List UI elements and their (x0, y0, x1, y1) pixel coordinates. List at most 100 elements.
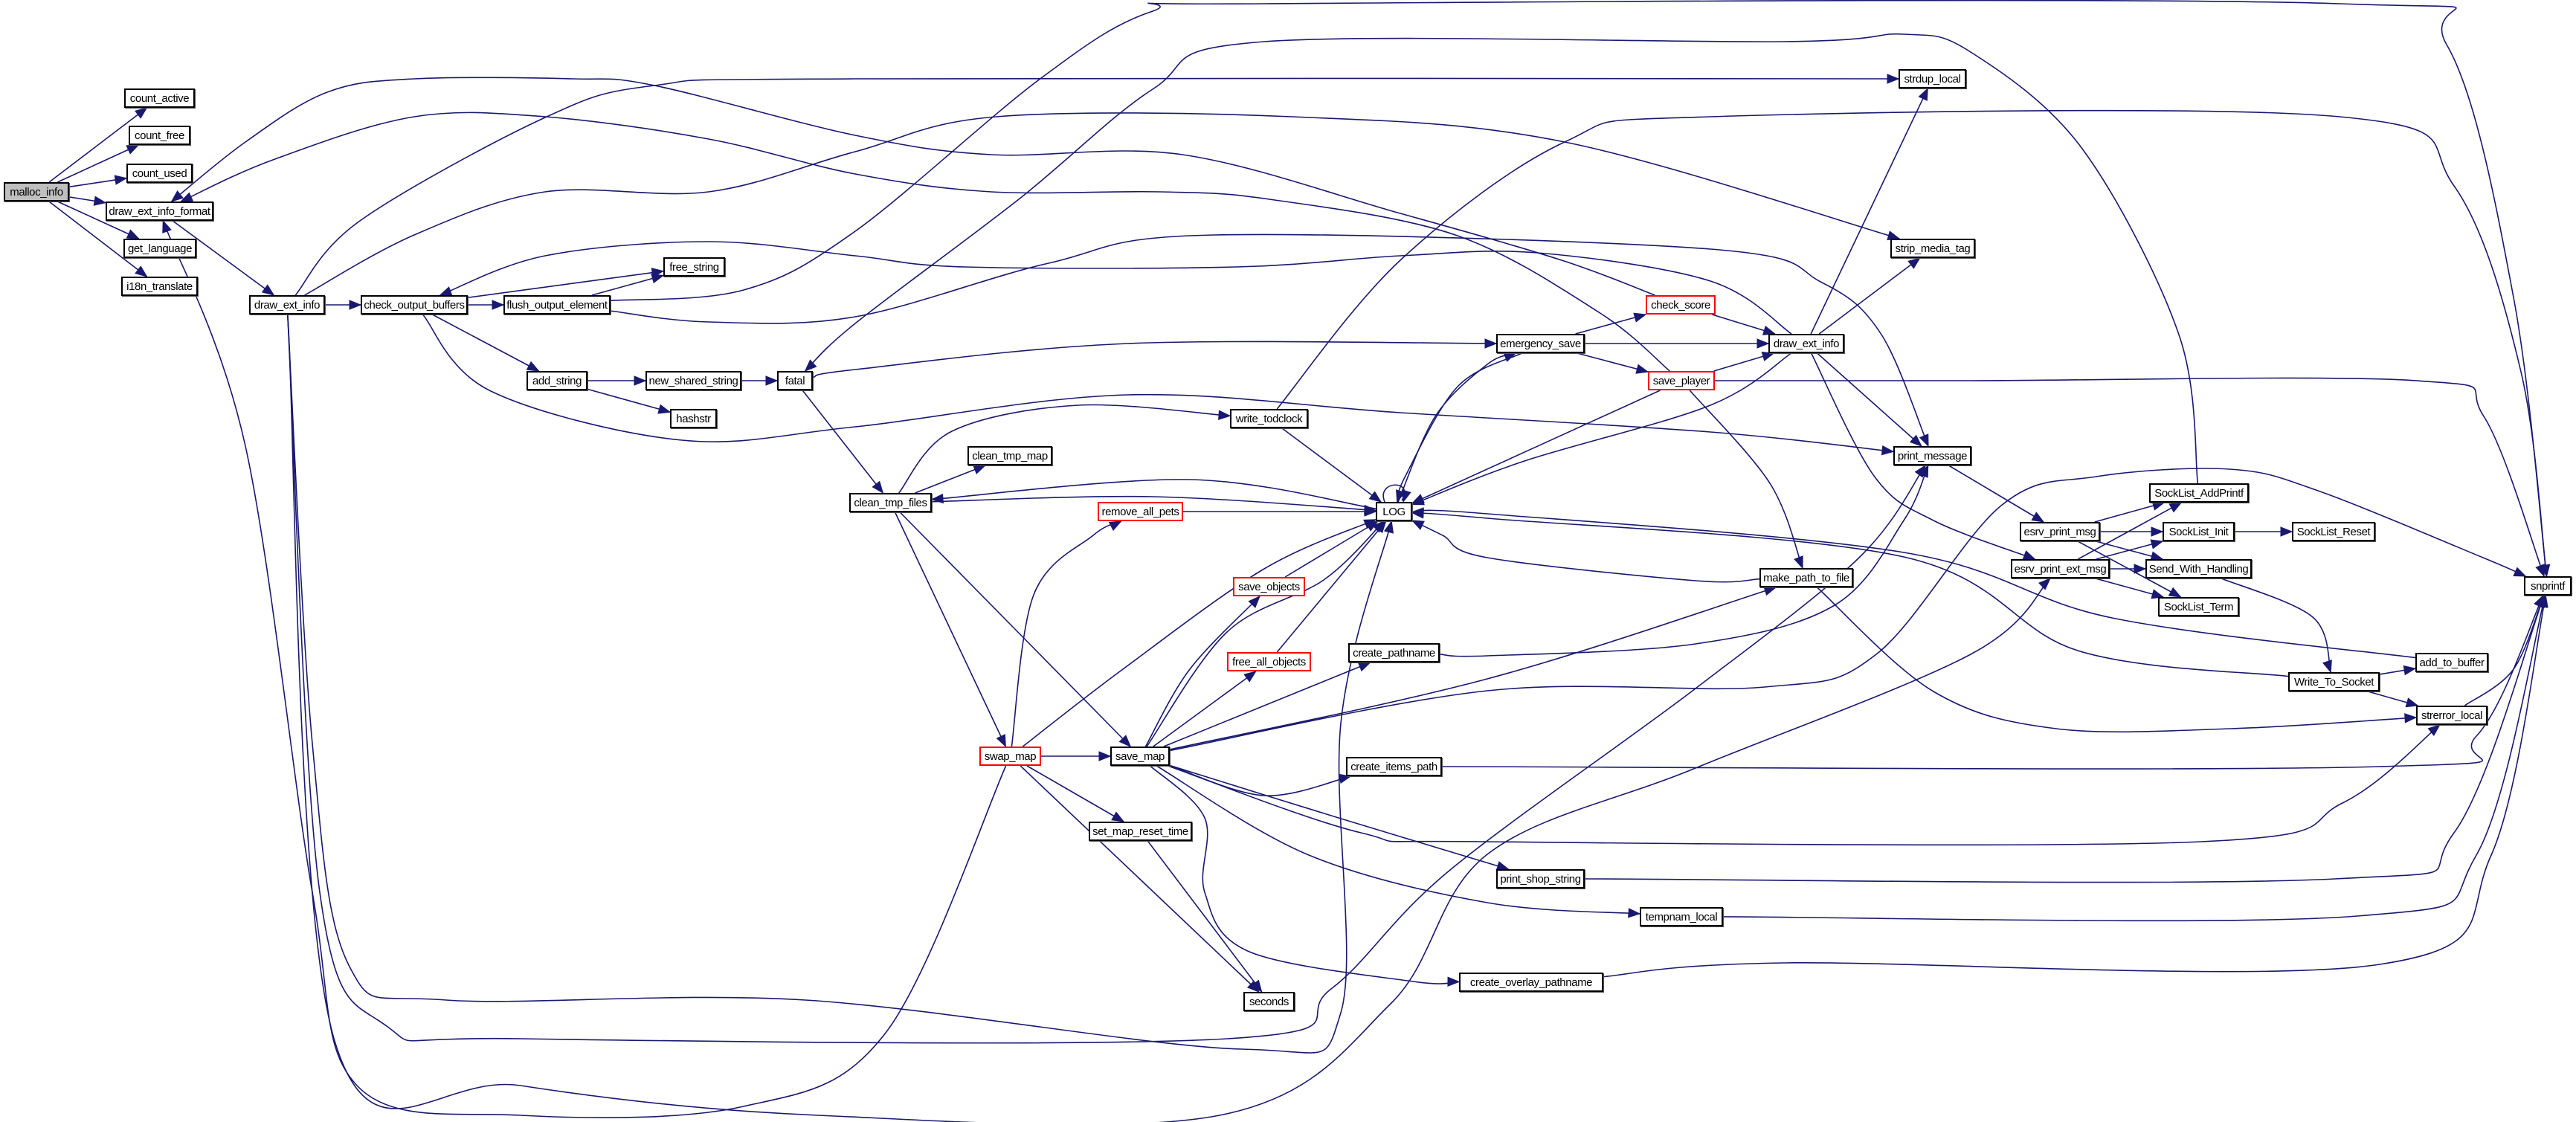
node-strdup-local[interactable]: strdup_local (1899, 69, 1966, 88)
node-label: strip_media_tag (1895, 242, 1971, 255)
node-socklist-term[interactable]: SockList_Term (2158, 597, 2239, 616)
node-strip-media-tag[interactable]: strip_media_tag (1890, 239, 1975, 258)
node-print-message[interactable]: print_message (1893, 446, 1971, 465)
node-add-string[interactable]: add_string (527, 371, 587, 390)
arrowhead-esrv_print_ext_msg-to-Send_With_Handling (2134, 564, 2147, 574)
node-free-string[interactable]: free_string (663, 257, 725, 277)
node-count-used[interactable]: count_used (126, 164, 193, 183)
edge-save_map-to-save_objects (1144, 596, 1260, 747)
node-label: add_string (532, 374, 582, 387)
node-label: check_output_buffers (364, 298, 465, 312)
arrowhead-save_map-to-free_all_objects (1243, 671, 1257, 683)
arrowhead-emergency_save-to-check_score (1633, 312, 1647, 323)
arrowhead-swap_map-to-set_map_reset_time (1111, 811, 1125, 822)
node-remove-all-pets[interactable]: remove_all_pets (1098, 502, 1183, 521)
node-socklist-addprintf[interactable]: SockList_AddPrintf (2149, 483, 2249, 503)
arrowhead-new_shared_string-to-fatal (765, 375, 779, 386)
arrowhead-add_string-to-hashstr (657, 404, 672, 414)
node-create-pathname[interactable]: create_pathname (1348, 643, 1440, 662)
node-strerror-local[interactable]: strerror_local (2416, 706, 2488, 725)
node-esrv-print-msg[interactable]: esrv_print_msg (2020, 522, 2100, 541)
edge-swap_map-to-remove_all_pets (1011, 520, 1122, 747)
node-label: LOG (1382, 505, 1405, 518)
node-set-map-reset-time[interactable]: set_map_reset_time (1089, 822, 1192, 841)
node-send-with-handling[interactable]: Send_With_Handling (2145, 559, 2252, 578)
node-create-items-path[interactable]: create_items_path (1346, 757, 1442, 776)
node-malloc-info: malloc_info (4, 182, 69, 201)
node-seconds[interactable]: seconds (1243, 992, 1295, 1011)
node-flush-output-element[interactable]: flush_output_element (503, 295, 611, 315)
node-swap-map[interactable]: swap_map (979, 747, 1041, 766)
node-socklist-reset[interactable]: SockList_Reset (2292, 522, 2375, 541)
node-check-score[interactable]: check_score (1646, 295, 1716, 315)
edge-draw_ext_info_l-to-LOG (286, 314, 1393, 1054)
node-save-map[interactable]: save_map (1110, 747, 1170, 766)
node-count-active[interactable]: count_active (124, 88, 195, 108)
node-snprintf[interactable]: snprintf (2524, 576, 2572, 596)
edge-Send_With_Handling-to-Write_To_Socket (2221, 578, 2332, 673)
node-emergency-save[interactable]: emergency_save (1496, 334, 1585, 353)
node-label: draw_ext_info (254, 298, 321, 312)
node-label: save_map (1115, 749, 1165, 763)
node-label: draw_ext_info (1773, 337, 1840, 350)
node-new-shared-string[interactable]: new_shared_string (645, 371, 741, 390)
node-hashstr[interactable]: hashstr (670, 409, 717, 428)
edge-check_output_buffers-to-print_message (422, 314, 1894, 453)
node-create-overlay-pathname[interactable]: create_overlay_pathname (1459, 973, 1603, 992)
node-draw-ext-info-format[interactable]: draw_ext_info_format (106, 201, 213, 221)
arrowhead-draw_ext_info_l-to-esrv_print_ext_msg (2038, 578, 2051, 590)
arrowhead-save_map-to-make_path_to_file (1763, 586, 1777, 596)
node-clean-tmp-files[interactable]: clean_tmp_files (849, 493, 932, 512)
node-label: print_shop_string (1500, 872, 1581, 886)
node-label: save_player (1652, 374, 1710, 387)
node-label: tempnam_local (1645, 910, 1718, 923)
arrowhead-fatal-to-clean_tmp_files (872, 480, 884, 494)
arrowhead-create_pathname-to-print_message (1919, 464, 1929, 478)
node-print-shop-string[interactable]: print_shop_string (1496, 869, 1585, 889)
edge-fatal-to-emergency_save (812, 341, 1497, 378)
edge-create_items_path-to-snprintf (1441, 595, 2544, 770)
node-draw-ext-info-l[interactable]: draw_ext_info (249, 295, 325, 315)
node-tempnam-local[interactable]: tempnam_local (1640, 907, 1723, 926)
node-label: esrv_print_msg (2023, 525, 2096, 538)
arrowhead-save_map-to-strerror_local (2427, 724, 2441, 736)
arrowhead-LOG-to-LOG (1401, 489, 1411, 503)
node-esrv-print-ext-msg[interactable]: esrv_print_ext_msg (2011, 559, 2110, 578)
node-label: SockList_Init (2168, 525, 2229, 538)
node-count-free[interactable]: count_free (129, 126, 190, 145)
edge-add_string-to-hashstr (587, 388, 671, 413)
node-clean-tmp-map[interactable]: clean_tmp_map (967, 446, 1052, 465)
node-label: Write_To_Socket (2293, 675, 2374, 689)
node-get-language[interactable]: get_language (123, 239, 196, 258)
arrowhead-SockList_Init-to-SockList_Reset (2280, 526, 2293, 537)
edge-save_map-to-snprintf (1169, 468, 2526, 752)
edge-check_score-to-draw_ext_info_format (171, 77, 1655, 296)
node-write-to-socket[interactable]: Write_To_Socket (2288, 672, 2380, 691)
arrowhead-draw_ext_info_r-to-strip_media_tag (1907, 257, 1921, 269)
node-check-output-buffers[interactable]: check_output_buffers (361, 295, 468, 315)
node-make-path-to-file[interactable]: make_path_to_file (1759, 568, 1853, 587)
edge-swap_map-to-LOG (1022, 519, 1376, 747)
node-label: create_pathname (1353, 646, 1435, 660)
node-save-objects[interactable]: save_objects (1233, 577, 1305, 596)
arrowhead-make_path_to_file-to-strerror_local (2404, 713, 2418, 723)
arrowhead-save_player-to-snprintf (2535, 564, 2545, 578)
edge-swap_map-to-draw_ext_info_format (162, 220, 1007, 1118)
edge-write_todclock-to-LOG (1281, 428, 1382, 503)
node-save-player[interactable]: save_player (1648, 371, 1715, 390)
node-fatal[interactable]: fatal (777, 371, 813, 390)
node-label: strerror_local (2421, 709, 2482, 722)
node-add-to-buffer[interactable]: add_to_buffer (2415, 653, 2488, 672)
arrowhead-make_path_to_file-to-LOG (1411, 520, 1425, 530)
arrowhead-save_map-to-create_items_path (1338, 773, 1352, 784)
node-draw-ext-info-r[interactable]: draw_ext_info (1768, 334, 1844, 353)
node-write-todclock[interactable]: write_todclock (1230, 409, 1308, 428)
node-socklist-init[interactable]: SockList_Init (2163, 522, 2235, 541)
arrowhead-esrv_print_msg-to-SockList_Init (2151, 526, 2164, 537)
arrowhead-malloc_info-to-count_free (126, 144, 140, 155)
node-i18n-translate[interactable]: i18n_translate (121, 277, 198, 296)
node-label: save_objects (1238, 580, 1300, 593)
node-label: set_map_reset_time (1092, 825, 1188, 838)
node-free-all-objects[interactable]: free_all_objects (1227, 652, 1311, 671)
node-log[interactable]: LOG (1376, 502, 1412, 521)
